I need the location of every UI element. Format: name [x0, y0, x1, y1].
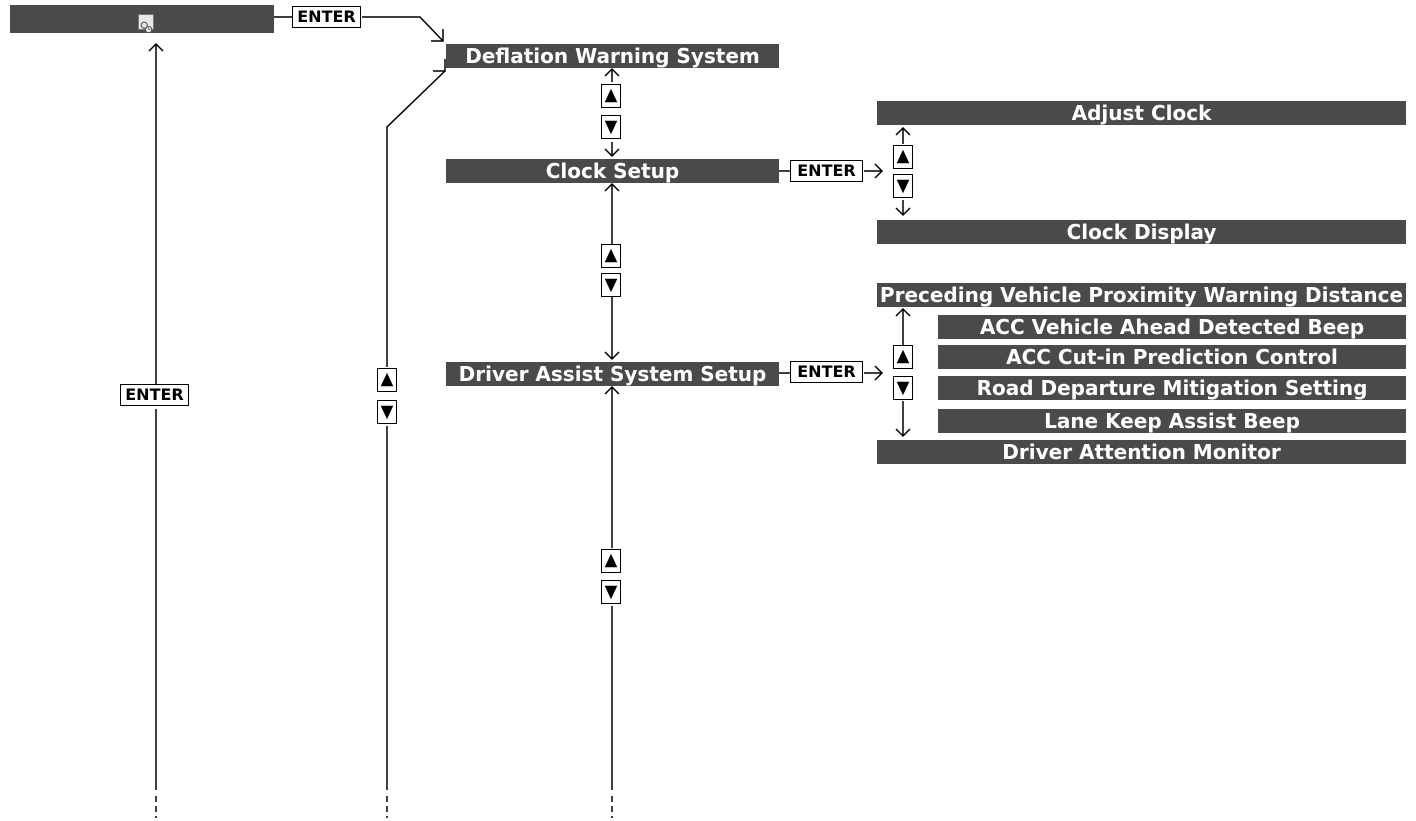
up-arrow-button[interactable]	[893, 345, 913, 369]
settings-menu-bar[interactable]	[10, 5, 274, 33]
settings-clock-icon	[138, 14, 154, 33]
down-triangle-icon	[380, 405, 394, 420]
up-triangle-icon	[896, 349, 910, 364]
submenu-item-adjust-clock[interactable]: Adjust Clock	[877, 101, 1406, 125]
submenu-item-acc-vehicle-ahead[interactable]: ACC Vehicle Ahead Detected Beep	[938, 315, 1406, 339]
submenu-item-road-departure[interactable]: Road Departure Mitigation Setting	[938, 376, 1406, 400]
enter-button-driver-assist[interactable]: ENTER	[790, 361, 863, 383]
up-arrow-button[interactable]	[601, 244, 621, 268]
submenu-item-clock-display[interactable]: Clock Display	[877, 220, 1406, 244]
down-arrow-button[interactable]	[601, 115, 621, 139]
menu-item-deflation-warning[interactable]: Deflation Warning System	[446, 44, 779, 68]
submenu-item-preceding-vehicle[interactable]: Preceding Vehicle Proximity Warning Dist…	[877, 283, 1406, 307]
up-arrow-button[interactable]	[377, 368, 397, 392]
down-arrow-button[interactable]	[893, 174, 913, 198]
down-triangle-icon	[604, 585, 618, 600]
submenu-item-lane-keep[interactable]: Lane Keep Assist Beep	[938, 409, 1406, 433]
enter-button-left[interactable]: ENTER	[120, 384, 189, 406]
enter-button-clock[interactable]: ENTER	[790, 160, 863, 182]
up-triangle-icon	[380, 372, 394, 387]
down-arrow-button[interactable]	[377, 400, 397, 424]
up-arrow-button[interactable]	[893, 145, 913, 169]
up-arrow-button[interactable]	[601, 84, 621, 108]
down-arrow-button[interactable]	[893, 376, 913, 400]
down-arrow-button[interactable]	[601, 580, 621, 604]
submenu-item-driver-attention[interactable]: Driver Attention Monitor	[877, 440, 1406, 464]
enter-button-top[interactable]: ENTER	[292, 6, 361, 28]
down-triangle-icon	[896, 381, 910, 396]
up-triangle-icon	[604, 553, 618, 568]
up-triangle-icon	[604, 248, 618, 263]
down-triangle-icon	[604, 120, 618, 135]
up-triangle-icon	[604, 88, 618, 103]
down-arrow-button[interactable]	[601, 273, 621, 297]
menu-item-driver-assist-setup[interactable]: Driver Assist System Setup	[446, 362, 779, 386]
down-triangle-icon	[896, 179, 910, 194]
up-triangle-icon	[896, 149, 910, 164]
down-triangle-icon	[604, 278, 618, 293]
submenu-item-acc-cut-in[interactable]: ACC Cut-in Prediction Control	[938, 345, 1406, 369]
menu-item-clock-setup[interactable]: Clock Setup	[446, 159, 779, 183]
up-arrow-button[interactable]	[601, 549, 621, 573]
